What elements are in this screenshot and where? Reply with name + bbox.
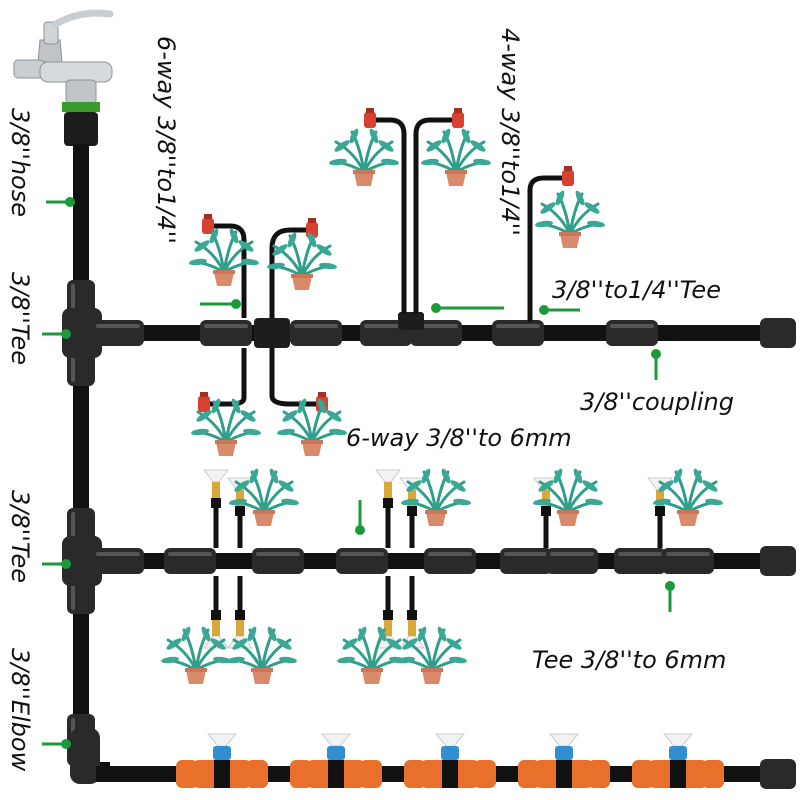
- tee-6mm-a-right: [546, 548, 598, 574]
- six-way-6mm-b-left-fitting: [336, 548, 388, 574]
- sprayer-icon: [419, 733, 481, 789]
- potted-plant-icon: [395, 623, 469, 686]
- sprayer-icon: [375, 469, 401, 509]
- potted-plant-icon: [159, 623, 233, 686]
- potted-plant-icon: [327, 125, 401, 188]
- sprayer-icon: [647, 733, 709, 789]
- main-vertical-pipe: [73, 144, 110, 778]
- four-way-quarter-tubes: [376, 117, 562, 322]
- six-way-6mm-right-fitting: [252, 548, 304, 574]
- label-tee-mid: 3/8''Tee: [6, 490, 34, 583]
- label-tee-6mm: Tee 3/8''to 6mm: [532, 646, 726, 674]
- potted-plant-icon: [335, 623, 409, 686]
- potted-plant-icon: [265, 229, 339, 292]
- dripper-icon: [452, 108, 464, 128]
- coupling-fitting: [606, 320, 658, 346]
- row2-fitting: [92, 548, 144, 574]
- tee-6mm-b-left: [614, 548, 666, 574]
- tee-6mm-b-right: [662, 548, 714, 574]
- dripper-icon: [364, 108, 376, 128]
- six-way-right-fitting: [290, 320, 342, 346]
- sprayer-icon: [305, 733, 367, 789]
- label-hose: 3/8''hose: [6, 108, 34, 217]
- label-four-way-quarter: 4-way 3/8''to1/4'': [496, 28, 524, 236]
- tee-quarter-fitting: [492, 320, 544, 346]
- label-tee-quarter: 3/8''to1/4''Tee: [552, 276, 721, 304]
- orange-fittings: [176, 760, 724, 788]
- sprayer-icon: [533, 733, 595, 789]
- six-way-quarter-tubes: [210, 223, 318, 407]
- label-six-way-quarter: 6-way 3/8''to1/4'': [152, 36, 180, 244]
- six-way-6mm-left-fitting: [164, 548, 216, 574]
- sprayer-icon: [203, 469, 229, 509]
- label-coupling: 3/8''coupling: [580, 388, 734, 416]
- tee-6mm-a-left: [500, 548, 552, 574]
- label-six-way-6mm: 6-way 3/8''to 6mm: [346, 424, 572, 452]
- sprayer-icon: [191, 733, 253, 789]
- six-way-left-fitting: [200, 320, 252, 346]
- faucet-icon: [13, 9, 114, 146]
- dripper-icon: [562, 166, 574, 186]
- six-way-6mm-b-right-fitting: [424, 548, 476, 574]
- potted-plant-icon: [533, 187, 607, 250]
- label-elbow: 3/8''Elbow: [6, 648, 34, 772]
- potted-plant-icon: [187, 225, 261, 288]
- dripper-icon: [198, 392, 210, 412]
- row1-fitting: [92, 320, 144, 346]
- potted-plant-icon: [419, 125, 493, 188]
- label-tee-main: 3/8''Tee: [6, 272, 34, 365]
